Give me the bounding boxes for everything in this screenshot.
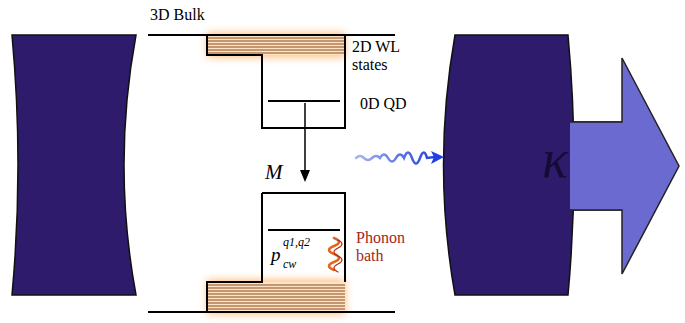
bulk-band — [207, 35, 345, 55]
region-label: 2D WL states — [352, 38, 416, 75]
photon-head — [431, 151, 444, 164]
photon-wave — [356, 153, 435, 164]
region-label: 0D QD — [360, 95, 407, 113]
loss-rate-symbol: κ — [542, 128, 568, 190]
bath-label: Phonon bath — [356, 229, 416, 266]
bulk-band — [207, 282, 345, 312]
right-mirror — [444, 35, 575, 295]
subscript: cw — [283, 258, 296, 272]
matrix-element-symbol: M — [265, 160, 283, 184]
left-mirror — [12, 35, 136, 295]
band-edges — [148, 35, 395, 312]
bulk-band-glow — [207, 33, 345, 57]
arrow-body — [570, 122, 622, 210]
transition-arrow — [304, 103, 306, 172]
superscript: q1,q2 — [283, 236, 310, 250]
region-label: 3D Bulk — [150, 6, 205, 24]
polarization-symbol: p — [271, 244, 281, 266]
band-states — [207, 285, 345, 309]
arrowhead — [300, 170, 310, 182]
phonon-wave — [329, 238, 339, 270]
bulk-band-glow — [207, 280, 345, 314]
band-states — [207, 38, 345, 53]
